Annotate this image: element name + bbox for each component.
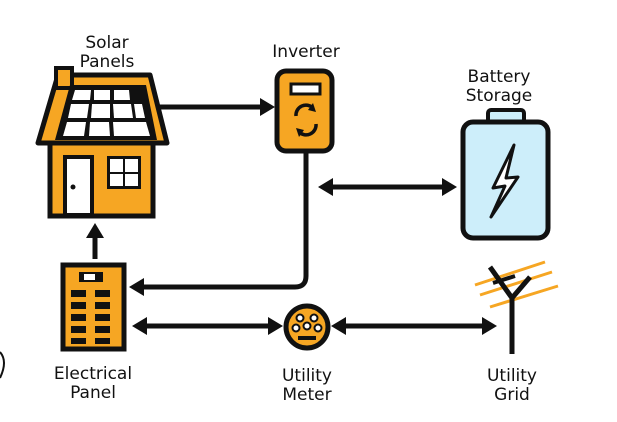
arrowhead-grid xyxy=(482,317,497,335)
solar-panels-label-line2: Panels xyxy=(80,52,135,72)
cropped-left-edge-glyph xyxy=(0,351,5,379)
battery-icon xyxy=(460,108,551,241)
arrowhead-inverter xyxy=(260,98,275,116)
electrical-panel-icon xyxy=(60,262,127,352)
solar-panels-label-line1: Solar xyxy=(85,33,128,53)
arrowhead-battery-right xyxy=(442,178,457,196)
arrowhead-battery-left xyxy=(318,178,333,196)
arrowhead-meter-right xyxy=(331,317,346,335)
electrical-panel-label-line1: Electrical xyxy=(54,364,132,384)
solar-cells xyxy=(63,90,150,136)
cropped-header-strip xyxy=(0,0,617,6)
arrowhead-panel-left xyxy=(132,317,147,335)
house-with-solar-panels-icon xyxy=(35,66,170,219)
arrowheads xyxy=(86,98,497,335)
arrowhead-meter-left xyxy=(268,317,283,335)
connectors xyxy=(92,104,484,329)
utility-grid-icon xyxy=(474,260,559,354)
utility-grid-label-line1: Utility xyxy=(487,366,537,386)
utility-meter-label-line2: Meter xyxy=(282,385,331,405)
arrowhead-panel-from-inverter xyxy=(129,278,144,296)
utility-grid-label-line2: Grid xyxy=(494,385,530,405)
battery-storage-label-line2: Storage xyxy=(466,86,533,106)
utility-meter-label-line1: Utility xyxy=(282,366,332,386)
inverter-label: Inverter xyxy=(272,42,339,62)
electrical-panel-label-line2: Panel xyxy=(70,383,116,403)
utility-meter-icon xyxy=(283,303,331,351)
battery-storage-label-line1: Battery xyxy=(468,67,531,87)
inverter-icon xyxy=(274,68,335,154)
arrow-inverter-to-panel xyxy=(142,151,309,290)
arrowhead-house xyxy=(86,223,104,238)
